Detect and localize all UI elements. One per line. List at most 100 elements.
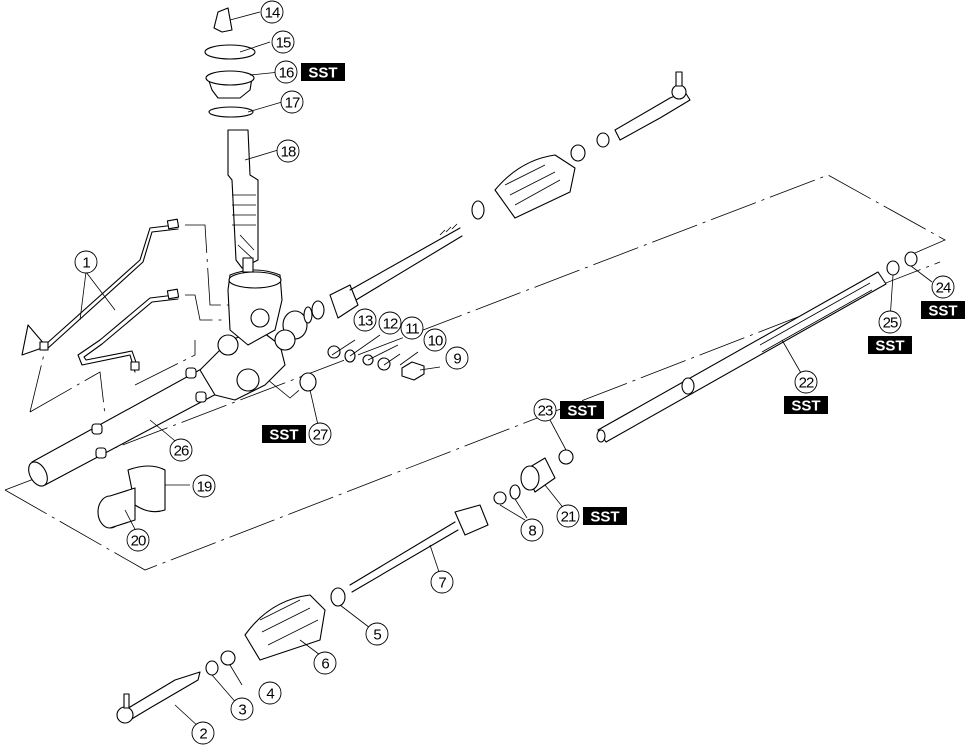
callout-number: 13	[358, 313, 373, 330]
callout-circle	[794, 370, 818, 394]
sst-badge	[583, 507, 627, 525]
callout-circle	[353, 308, 377, 332]
callout-circle	[445, 346, 469, 370]
callout-number: 26	[174, 443, 189, 460]
sst-badge	[301, 63, 345, 81]
callout-23: 23 SST	[533, 398, 604, 422]
callout-number: 5	[373, 627, 381, 644]
callout-number: 8	[528, 523, 536, 540]
callout-number: 17	[285, 95, 300, 112]
callout-number: 18	[281, 144, 296, 161]
seal-parts	[299, 345, 425, 392]
sst-label: SST	[269, 427, 298, 444]
callout-number: 12	[383, 316, 398, 333]
callout-circle	[556, 504, 580, 528]
callout-number: 7	[438, 575, 446, 592]
callout-11: 11	[400, 316, 424, 340]
callout-number: 25	[883, 315, 898, 332]
callout-18: 18	[276, 139, 300, 163]
callout-12: 12	[378, 311, 402, 335]
callout-20: 20	[126, 528, 150, 552]
callout-number: 10	[428, 333, 443, 350]
sst-label: SST	[308, 65, 337, 82]
sst-label: SST	[791, 398, 820, 415]
callout-21: 21 SST	[556, 504, 627, 528]
callout-circle	[931, 275, 955, 299]
callout-circle	[271, 30, 295, 54]
callout-13: 13	[353, 308, 377, 332]
gear-housing	[28, 269, 308, 487]
callout-number: 6	[321, 656, 329, 673]
lower-linkage	[116, 449, 574, 724]
callout-circle	[313, 651, 337, 675]
callout-number: 3	[238, 702, 246, 719]
callout-7: 7	[430, 570, 454, 594]
callout-number: 15	[276, 35, 291, 52]
callout-circle	[192, 474, 216, 498]
subassembly-boundary	[4, 174, 946, 571]
callout-number: 2	[199, 726, 207, 743]
rack-bar	[596, 251, 918, 443]
callout-circle	[430, 570, 454, 594]
sst-badge	[262, 425, 306, 443]
callout-circle	[533, 398, 557, 422]
callout-circle	[260, 0, 284, 24]
upper-linkage	[303, 71, 691, 324]
callout-19: 19	[192, 474, 216, 498]
callout-number: 21	[561, 509, 576, 526]
callout-4: 4	[258, 681, 282, 705]
callout-circle	[423, 328, 447, 352]
callout-number: 11	[405, 321, 419, 338]
callout-5: 5	[365, 622, 389, 646]
sst-label: SST	[567, 403, 596, 420]
callout-17: 17	[280, 90, 304, 114]
callout-circle	[74, 250, 98, 274]
callout-circle	[378, 311, 402, 335]
callout-number: 4	[266, 686, 274, 703]
callout-14: 14	[260, 0, 284, 24]
sst-badge	[560, 401, 604, 419]
sst-badge	[784, 396, 828, 414]
callout-circle	[276, 139, 300, 163]
callout-number: 24	[936, 280, 951, 297]
mounting-parts	[97, 465, 166, 529]
callout-27: 27 SST	[262, 422, 332, 446]
callout-26: 26	[169, 438, 193, 462]
callout-circle	[126, 528, 150, 552]
callout-number: 1	[82, 255, 90, 272]
sst-label: SST	[875, 338, 904, 355]
sst-badge	[868, 336, 912, 354]
callout-8: 8	[520, 518, 544, 542]
sst-label: SST	[590, 509, 619, 526]
callout-circle	[308, 422, 332, 446]
callout-circle	[365, 622, 389, 646]
callout-circle	[520, 518, 544, 542]
callout-6: 6	[313, 651, 337, 675]
callout-circle	[258, 681, 282, 705]
callout-number: 9	[453, 351, 461, 368]
callout-2: 2	[191, 721, 215, 745]
callout-9: 9	[445, 346, 469, 370]
pressure-pipes	[21, 218, 180, 373]
callout-number: 23	[538, 403, 553, 420]
callout-circle	[169, 438, 193, 462]
pinion-assembly	[204, 7, 259, 273]
callout-number: 22	[799, 375, 814, 392]
callout-number: 27	[313, 427, 328, 444]
sst-label: SST	[928, 303, 957, 320]
callout-15: 15	[271, 30, 295, 54]
callout-number: 14	[265, 5, 280, 22]
callout-number: 20	[131, 533, 146, 550]
callout-circle	[400, 316, 424, 340]
callout-circle	[878, 310, 902, 334]
sst-badge	[921, 301, 965, 319]
callout-10: 10	[423, 328, 447, 352]
callout-circle	[191, 721, 215, 745]
